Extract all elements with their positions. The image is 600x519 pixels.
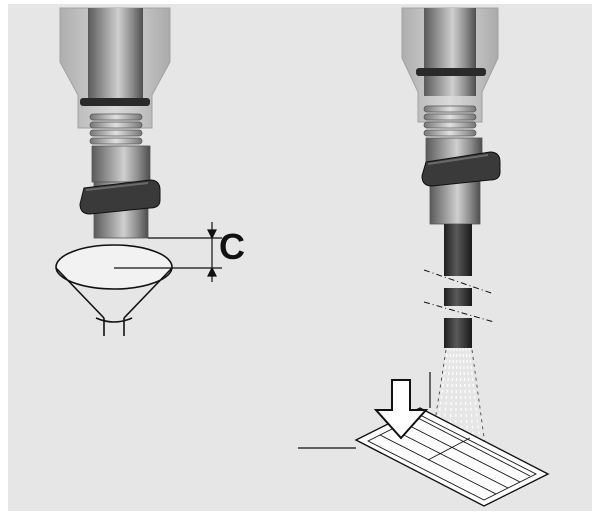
drain-grate	[298, 372, 550, 507]
spray-outline	[427, 349, 489, 467]
thread-rings-right	[423, 105, 477, 137]
dimension-label-c: C	[219, 226, 245, 267]
hose	[423, 224, 495, 348]
funnel	[55, 244, 173, 336]
down-arrow	[373, 379, 429, 440]
thread-rings-left	[89, 113, 143, 145]
dimension-c-marker	[114, 222, 222, 282]
nozzle-assembly-right	[401, 7, 501, 225]
nozzle-assembly-left	[59, 7, 171, 239]
